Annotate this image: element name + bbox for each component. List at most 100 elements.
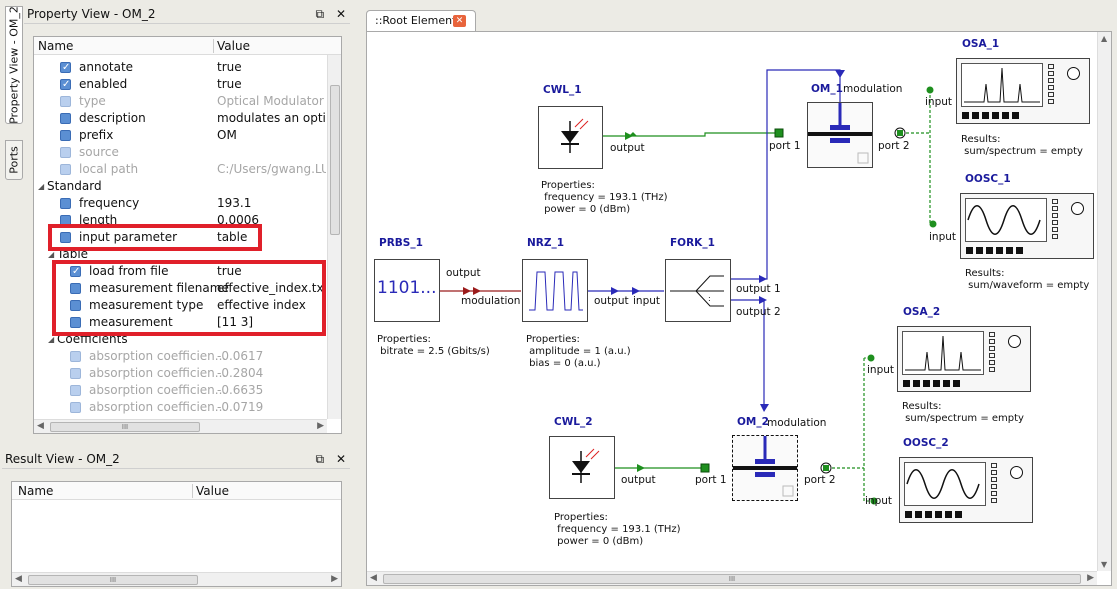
fork-input-label: input bbox=[633, 295, 661, 307]
fork-title: FORK_1 bbox=[670, 237, 715, 249]
scroll-thumb[interactable]: III bbox=[50, 422, 200, 432]
cwl1-block[interactable] bbox=[538, 106, 603, 169]
property-row-annotate[interactable]: annotate true bbox=[34, 59, 326, 76]
restore-icon[interactable]: ⧉ bbox=[315, 452, 325, 466]
property-value[interactable]: effective index bbox=[217, 298, 306, 312]
property-icon bbox=[70, 385, 81, 396]
horizontal-scrollbar[interactable]: ◀ III ▶ bbox=[12, 572, 341, 586]
highlight-input-parameter bbox=[48, 224, 262, 251]
property-row-coefficient: absorption coefficien... -0.6635 bbox=[34, 382, 326, 399]
svg-text::: : bbox=[708, 294, 711, 303]
scroll-left-icon[interactable]: ◀ bbox=[15, 574, 22, 584]
oosc1-buttons bbox=[966, 247, 1023, 254]
scroll-right-icon[interactable]: ▶ bbox=[1087, 573, 1094, 583]
highlight-table-group bbox=[52, 260, 326, 336]
property-value[interactable]: effective_index.txt bbox=[217, 281, 326, 295]
spectrum-icon bbox=[964, 67, 1040, 103]
property-value[interactable]: OM bbox=[217, 128, 237, 142]
close-icon[interactable]: ✕ bbox=[335, 7, 346, 21]
checkbox-icon[interactable] bbox=[70, 263, 81, 280]
editor-tab-root-element[interactable]: ::Root Element ✕ bbox=[366, 10, 476, 31]
property-row-coefficient: absorption coefficien... -0.2804 bbox=[34, 365, 326, 382]
fork-block[interactable]: : bbox=[665, 259, 731, 322]
restore-icon[interactable]: ⧉ bbox=[315, 7, 325, 21]
oosc2-block[interactable] bbox=[899, 457, 1033, 523]
om2-block[interactable] bbox=[732, 435, 798, 501]
oosc2-buttons bbox=[905, 511, 962, 518]
property-row-length[interactable]: length 0.0006 bbox=[34, 212, 326, 229]
om1-block[interactable] bbox=[807, 102, 873, 168]
close-icon[interactable]: ✕ bbox=[335, 452, 346, 466]
canvas-horizontal-scrollbar[interactable]: ◀ III ▶ bbox=[367, 571, 1097, 585]
oosc1-results: sum/waveform = empty bbox=[965, 280, 1090, 291]
scroll-thumb[interactable]: III bbox=[28, 575, 198, 585]
om1-port2-label: port 2 bbox=[878, 140, 910, 152]
scroll-thumb[interactable]: III bbox=[383, 574, 1081, 584]
property-value[interactable]: 0.0006 bbox=[217, 213, 259, 227]
laser-diode-icon bbox=[572, 448, 600, 483]
cwl2-output-label: output bbox=[621, 474, 656, 486]
property-row-measurement-type[interactable]: measurement type effective index bbox=[34, 297, 326, 314]
property-icon bbox=[60, 164, 71, 175]
osa1-block[interactable] bbox=[956, 58, 1090, 124]
collapse-triangle-icon[interactable]: ◢ bbox=[38, 182, 45, 191]
checkbox-icon[interactable] bbox=[60, 59, 71, 76]
nrz-properties: amplitude = 1 (a.u.) bias = 0 (a.u.) bbox=[529, 346, 631, 369]
cwl2-properties-title: Properties: bbox=[554, 512, 608, 523]
scroll-thumb[interactable] bbox=[330, 85, 340, 235]
close-tab-icon[interactable]: ✕ bbox=[453, 15, 466, 27]
property-value[interactable]: true bbox=[217, 77, 242, 91]
property-value[interactable]: [11 3] bbox=[217, 315, 254, 329]
property-row-prefix[interactable]: prefix OM bbox=[34, 127, 326, 144]
property-value[interactable]: table bbox=[217, 230, 248, 244]
osa2-buttons bbox=[903, 380, 960, 387]
schematic-canvas[interactable]: CWL_1 output Properties: frequency = 193… bbox=[366, 31, 1112, 586]
oosc1-block[interactable] bbox=[960, 193, 1094, 259]
prbs-symbol: 1101... bbox=[377, 278, 437, 298]
osa2-input-label: input bbox=[867, 364, 895, 376]
property-value[interactable]: true bbox=[217, 60, 242, 74]
property-row-enabled[interactable]: enabled true bbox=[34, 76, 326, 93]
oosc1-side-buttons bbox=[1052, 199, 1058, 239]
scroll-up-icon[interactable]: ▲ bbox=[1101, 34, 1108, 43]
header-value[interactable]: Value bbox=[196, 484, 229, 498]
scroll-left-icon[interactable]: ◀ bbox=[37, 421, 44, 431]
scroll-right-icon[interactable]: ▶ bbox=[317, 421, 324, 431]
property-icon bbox=[70, 402, 81, 413]
property-icon bbox=[70, 368, 81, 379]
osa2-side-buttons bbox=[989, 332, 995, 372]
property-value[interactable]: modulates an optica bbox=[217, 111, 326, 125]
prbs-properties: bitrate = 2.5 (Gbits/s) bbox=[377, 346, 490, 357]
cwl2-properties: frequency = 193.1 (THz) power = 0 (dBm) bbox=[557, 524, 681, 547]
tab-property-view[interactable]: Property View - OM_2 bbox=[5, 6, 23, 124]
property-value[interactable]: 193.1 bbox=[217, 196, 252, 210]
prbs-block[interactable]: 1101... bbox=[374, 259, 440, 322]
nrz-block[interactable] bbox=[522, 259, 588, 322]
scroll-down-icon[interactable]: ▼ bbox=[1101, 560, 1108, 569]
tab-ports[interactable]: Ports bbox=[5, 140, 23, 180]
property-name: absorption coefficien... bbox=[89, 349, 227, 363]
header-name[interactable]: Name bbox=[18, 484, 54, 498]
property-row-input-parameter[interactable]: input parameter table bbox=[34, 229, 326, 246]
osa2-block[interactable] bbox=[897, 326, 1031, 392]
checkbox-icon[interactable] bbox=[60, 76, 71, 93]
collapse-triangle-icon[interactable]: ◢ bbox=[48, 250, 55, 259]
property-row-measurement-filename[interactable]: measurement filename effective_index.txt bbox=[34, 280, 326, 297]
property-value[interactable]: true bbox=[217, 264, 242, 278]
scroll-left-icon[interactable]: ◀ bbox=[370, 573, 377, 583]
property-row-measurement[interactable]: measurement [11 3] bbox=[34, 314, 326, 331]
horizontal-scrollbar[interactable]: ◀ III ▶ bbox=[34, 419, 327, 433]
property-name: annotate bbox=[79, 60, 134, 74]
property-row-description[interactable]: description modulates an optica bbox=[34, 110, 326, 127]
osa1-side-buttons bbox=[1048, 64, 1054, 104]
canvas-vertical-scrollbar[interactable]: ▲ ▼ bbox=[1097, 32, 1111, 571]
property-row-frequency[interactable]: frequency 193.1 bbox=[34, 195, 326, 212]
header-value[interactable]: Value bbox=[217, 39, 250, 53]
cwl2-block[interactable] bbox=[549, 436, 615, 499]
property-name: source bbox=[79, 145, 119, 159]
collapse-triangle-icon[interactable]: ◢ bbox=[48, 335, 55, 344]
header-name[interactable]: Name bbox=[38, 39, 74, 53]
vertical-scrollbar[interactable] bbox=[327, 55, 341, 419]
scroll-right-icon[interactable]: ▶ bbox=[331, 574, 338, 584]
property-row-load-from-file[interactable]: load from file true bbox=[34, 263, 326, 280]
